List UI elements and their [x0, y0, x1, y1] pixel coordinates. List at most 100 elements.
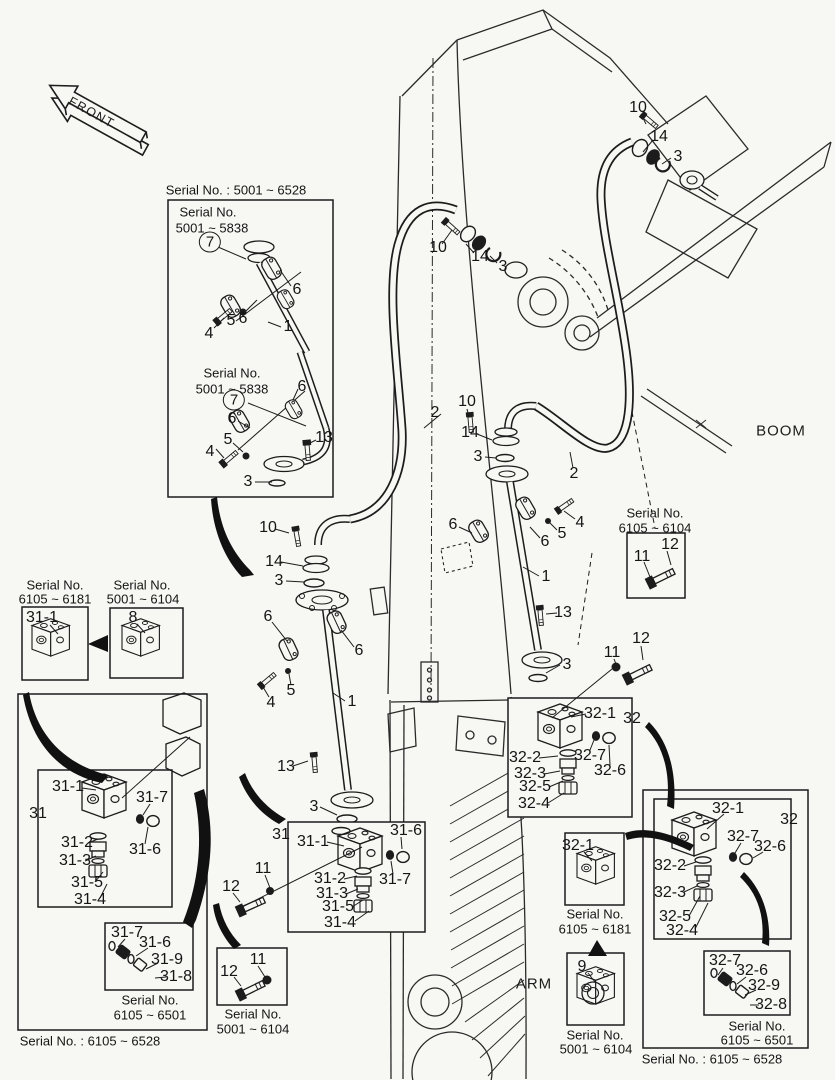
callout-31-7: 31-7	[378, 871, 412, 888]
callout-13: 13	[315, 429, 333, 446]
callout-11: 11	[249, 951, 267, 968]
arrow-to-center-box	[239, 773, 286, 824]
callout-1: 1	[541, 568, 551, 585]
serial-label: 6105 ~ 6104	[618, 520, 692, 536]
arrow-up-icon	[588, 940, 607, 956]
callout-31-5: 31-5	[70, 874, 104, 891]
serial-label: Serial No.	[224, 1006, 282, 1022]
arm-label: ARM	[515, 975, 553, 993]
callout-31-3: 31-3	[315, 885, 349, 902]
callout-6: 6	[227, 410, 237, 427]
serial-label: Serial No.	[626, 505, 684, 521]
callout-3: 3	[309, 798, 319, 815]
callout-12: 12	[632, 630, 650, 647]
callout-12: 12	[661, 536, 679, 553]
callout-32-4: 32-4	[665, 922, 699, 939]
serial-label: 5001 ~ 5838	[195, 381, 269, 397]
callout-32-3: 32-3	[653, 884, 687, 901]
arrow-left-icon	[88, 635, 108, 652]
callout-32-8: 32-8	[754, 996, 788, 1013]
arrow-to-bottom-box	[213, 903, 241, 949]
callout-32: 32	[623, 710, 641, 727]
arrow-left-box-inner	[183, 789, 211, 928]
arrow-right-box-top	[625, 830, 694, 851]
callout-9: 9	[577, 958, 587, 975]
callout-31-4: 31-4	[73, 891, 107, 908]
callout-6: 6	[238, 310, 248, 327]
callout-10: 10	[429, 239, 447, 256]
serial-label: Serial No.	[566, 1027, 624, 1043]
callout-2: 2	[569, 465, 579, 482]
callout-3: 3	[673, 148, 683, 165]
callout-32-2: 32-2	[508, 749, 542, 766]
arrow-right-box-inner	[740, 872, 770, 946]
callout-1: 1	[347, 693, 357, 710]
arrow-to-right-box	[645, 722, 675, 809]
callout-31-6: 31-6	[128, 841, 162, 858]
leader-lines	[49, 113, 764, 1006]
callout-31-6: 31-6	[389, 822, 423, 839]
callout-6: 6	[354, 642, 364, 659]
callout-11: 11	[633, 548, 651, 565]
serial-label: 5001 ~ 6104	[216, 1021, 290, 1037]
callout-1: 1	[283, 318, 293, 335]
callout-32: 32	[780, 811, 798, 828]
callout-4: 4	[204, 325, 214, 342]
callout-32-7: 32-7	[573, 747, 607, 764]
serial-label: Serial No.	[566, 906, 624, 922]
pipes-and-fittings	[295, 138, 719, 824]
arm-hatching	[449, 763, 526, 1077]
serial-label: 5001 ~ 6104	[559, 1041, 633, 1057]
callout-31-7: 31-7	[135, 789, 169, 806]
callout-5: 5	[557, 525, 567, 542]
serial-label: Serial No. : 6105 ~ 6528	[19, 1033, 161, 1049]
boom-label: BOOM	[756, 422, 806, 440]
serial-label: 5001 ~ 5838	[175, 220, 249, 236]
callout-31-6: 31-6	[138, 934, 172, 951]
callout-12: 12	[222, 878, 240, 895]
arm-structure	[387, 696, 527, 1080]
callout-32-9: 32-9	[747, 977, 781, 994]
callout-31: 31	[272, 826, 290, 843]
callout-31-8: 31-8	[159, 968, 193, 985]
callout-31-1: 31-1	[25, 609, 59, 626]
serial-label: 6105 ~ 6181	[558, 921, 632, 937]
callout-6: 6	[540, 533, 550, 550]
serial-label: Serial No.	[203, 365, 261, 381]
callout-32-6: 32-6	[735, 962, 769, 979]
serial-label: Serial No.	[26, 577, 84, 593]
callout-32-6: 32-6	[593, 762, 627, 779]
callout-10: 10	[458, 393, 476, 410]
callout-7: 7	[198, 231, 222, 253]
callout-31-4: 31-4	[323, 914, 357, 931]
callout-6: 6	[263, 608, 273, 625]
serial-label: Serial No.	[179, 204, 237, 220]
callout-13: 13	[277, 758, 295, 775]
detail-arrows	[23, 497, 770, 956]
callout-32-1: 32-1	[711, 800, 745, 817]
arrow-to-left-box	[23, 692, 108, 783]
callout-7: 7	[222, 389, 246, 411]
callout-3: 3	[562, 656, 572, 673]
callout-32-2: 32-2	[653, 857, 687, 874]
callout-4: 4	[205, 443, 215, 460]
front-arrow-face	[48, 84, 148, 144]
callout-32-6: 32-6	[753, 838, 787, 855]
callout-32-7: 32-7	[708, 952, 742, 969]
callout-31-1: 31-1	[51, 778, 85, 795]
callout-10: 10	[259, 519, 277, 536]
callout-14: 14	[471, 248, 489, 265]
callout-6: 6	[297, 378, 307, 395]
callout-32-5: 32-5	[518, 778, 552, 795]
front-arrow	[48, 84, 150, 157]
callout-12: 12	[220, 963, 238, 980]
serial-label: 6105 ~ 6501	[113, 1007, 187, 1023]
callout-6: 6	[448, 516, 458, 533]
serial-label: 6105 ~ 6501	[720, 1032, 794, 1048]
callout-13: 13	[554, 604, 572, 621]
callout-31-7: 31-7	[110, 924, 144, 941]
callout-14: 14	[265, 553, 283, 570]
